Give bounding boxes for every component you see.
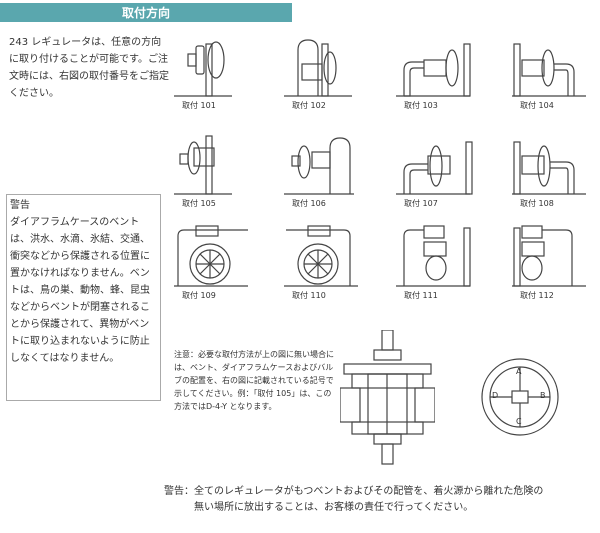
figure-label: 取付 106 bbox=[292, 199, 326, 208]
regulator-drawing-104 bbox=[512, 43, 586, 97]
figure-label: 取付 105 bbox=[182, 199, 216, 208]
mounting-figure-110: 取付 110 bbox=[282, 224, 362, 300]
dial-letter-a: A bbox=[516, 367, 522, 376]
regulator-drawing-112 bbox=[512, 225, 586, 287]
figure-label: 取付 102 bbox=[292, 101, 326, 110]
dial-letter-c: C bbox=[516, 417, 522, 426]
mounting-figure-105: 取付 105 bbox=[172, 132, 252, 208]
figure-label: 取付 112 bbox=[520, 291, 554, 300]
mounting-figure-108: 取付 108 bbox=[510, 132, 590, 208]
regulator-drawing-102 bbox=[284, 39, 352, 97]
warning-body: ダイアフラムケースのベントは、洪水、水滴、氷結、交通、衝突などから保護される位置… bbox=[10, 217, 150, 364]
regulator-drawing-110 bbox=[284, 225, 358, 287]
dial-circle bbox=[481, 358, 559, 436]
figure-label: 取付 104 bbox=[520, 101, 554, 110]
bottom-warning: 警告：全てのレギュレータがもつベントおよびその配管を、着火源から離れた危険の 無… bbox=[164, 484, 600, 516]
figure-label: 取付 110 bbox=[292, 291, 326, 300]
mounting-figure-106: 取付 106 bbox=[282, 132, 362, 208]
dial-letter-b: B bbox=[540, 391, 546, 400]
figure-label: 取付 107 bbox=[404, 199, 438, 208]
bottom-warning-line-1: 警告：全てのレギュレータがもつベントおよびその配管を、着火源から離れた危険の bbox=[164, 486, 544, 497]
regulator-drawing-107 bbox=[396, 141, 473, 195]
mounting-figure-102: 取付 102 bbox=[282, 34, 362, 110]
mounting-figure-104: 取付 104 bbox=[510, 34, 590, 110]
mounting-figure-101: 取付 101 bbox=[172, 34, 252, 110]
figure-label: 取付 108 bbox=[520, 199, 554, 208]
regulator-orientation-diagram bbox=[340, 330, 435, 465]
regulator-drawing-105 bbox=[174, 135, 232, 195]
figure-label: 取付 103 bbox=[404, 101, 438, 110]
figure-label: 取付 101 bbox=[182, 101, 216, 110]
dial-letter-d: D bbox=[492, 391, 499, 400]
intro-text: 243 レギュレータは、任意の方向に取り付けることが可能です。ご注文時には、右図… bbox=[9, 37, 169, 99]
mounting-figure-112: 取付 112 bbox=[510, 224, 590, 300]
mounting-figure-109: 取付 109 bbox=[172, 224, 252, 300]
regulator-drawing-101 bbox=[174, 41, 232, 97]
regulator-drawing-108 bbox=[512, 141, 586, 195]
bottom-warning-line-2: 無い場所に放出することは、お客様の責任で行ってください。 bbox=[194, 502, 474, 513]
note-text: 注意：必要な取付方法が上の図に無い場合には、ベント、ダイアフラムケースおよびバル… bbox=[174, 350, 334, 411]
figure-label: 取付 111 bbox=[404, 291, 438, 300]
regulator-drawing-109 bbox=[174, 225, 248, 287]
regulator-drawing-106 bbox=[284, 137, 354, 195]
regulator-drawing-103 bbox=[396, 43, 471, 97]
mounting-figure-103: 取付 103 bbox=[394, 34, 474, 110]
dial-position-diagram: A B C D bbox=[478, 355, 563, 440]
warning-heading: 警告 bbox=[10, 200, 30, 211]
mounting-figure-111: 取付 111 bbox=[394, 224, 474, 300]
regulator-drawing-111 bbox=[396, 225, 471, 287]
figure-label: 取付 109 bbox=[182, 291, 216, 300]
section-title: 取付方向 bbox=[0, 3, 292, 22]
warning-box: 警告 ダイアフラムケースのベントは、洪水、水滴、氷結、交通、衝突などから保護され… bbox=[6, 194, 161, 401]
mounting-figure-107: 取付 107 bbox=[394, 132, 474, 208]
